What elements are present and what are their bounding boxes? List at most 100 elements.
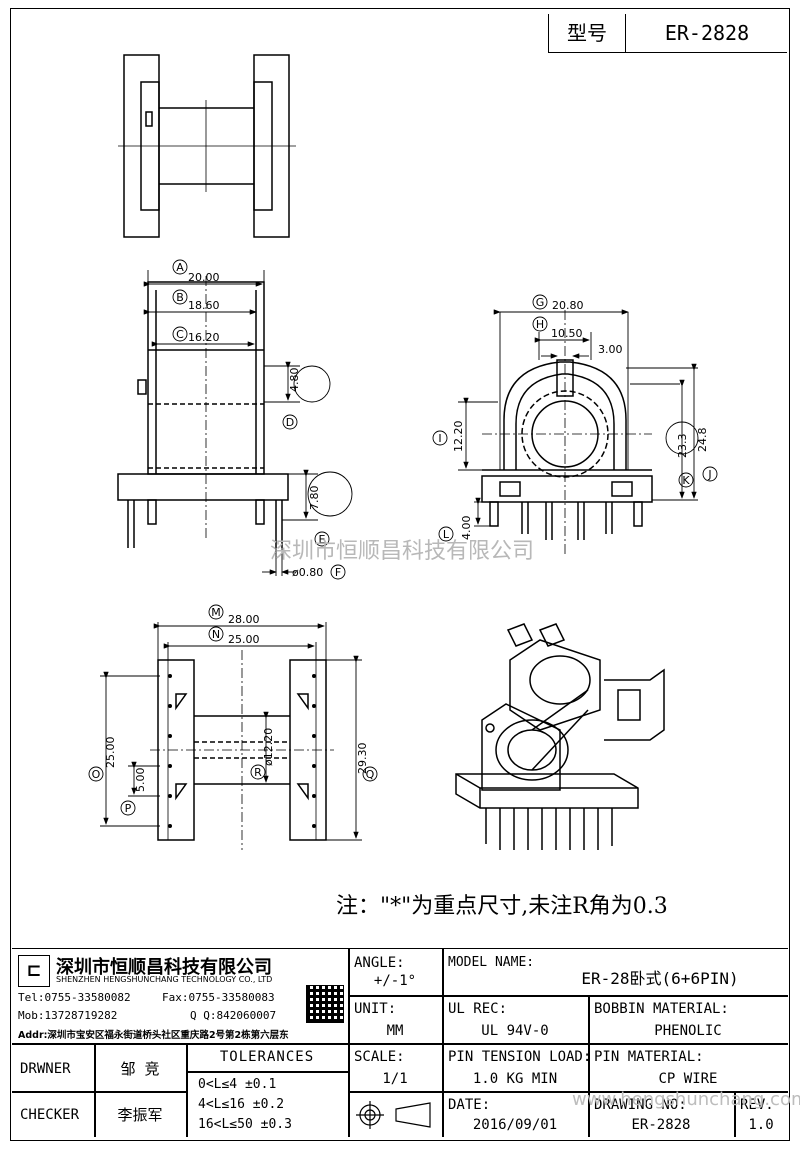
angle-value: +/-1°	[373, 973, 417, 989]
model-name-label: MODEL NAME:	[448, 955, 535, 970]
callout-Q: Q	[362, 766, 378, 782]
unit-label: UNIT:	[354, 1001, 397, 1017]
side-view	[117, 276, 289, 548]
url-watermark: www.hengshunchang.com	[572, 1089, 800, 1110]
tolerance-row-2: 4<L≤16 ±0.2	[198, 1097, 285, 1112]
svg-text:I: I	[438, 432, 441, 445]
dim-D: 4.80	[288, 368, 301, 393]
dim-M: 28.00	[228, 613, 260, 626]
bobbin-material-label: BOBBIN MATERIAL:	[594, 1001, 729, 1017]
dim-R: ø12.20	[262, 728, 275, 766]
drawner-value: 邹 竞	[120, 1060, 160, 1078]
dim-J: 24.8	[696, 428, 709, 453]
pin-tension-value: 1.0 KG MIN	[472, 1071, 558, 1087]
company-address: Addr:深圳市宝安区福永街道桥头社区重庆路2号第2栋第六层东	[18, 1030, 289, 1041]
callout-F: F	[330, 564, 346, 580]
technical-drawing: 20.00 18.60 16.20 4.80 7.80 ø0.80 20.80 …	[88, 54, 718, 850]
svg-text:M: M	[211, 606, 221, 619]
dim-A: 20.00	[188, 271, 220, 284]
svg-text:E: E	[319, 533, 326, 546]
callout-O: O	[88, 766, 104, 782]
dim-C: 16.20	[188, 331, 220, 344]
qr-code-icon	[306, 985, 344, 1023]
dim-K: 23.3	[676, 434, 689, 459]
callout-J: J	[702, 466, 718, 482]
date-value: 2016/09/01	[472, 1117, 558, 1133]
company-name-cn: 深圳市恒顺昌科技有限公司	[56, 957, 272, 978]
watermark-text: 深圳市恒顺昌科技有限公司	[270, 539, 534, 564]
dim-I: 12.20	[452, 421, 465, 453]
callout-A: A	[172, 259, 188, 275]
callout-P: P	[120, 800, 136, 816]
svg-text:F: F	[335, 566, 341, 579]
callout-K: K	[678, 472, 694, 488]
model-header-label: 型号	[549, 14, 626, 52]
unit-value: MM	[386, 1023, 404, 1039]
rev-label: REV.	[740, 1097, 774, 1113]
svg-text:C: C	[176, 328, 184, 341]
bottom-view	[150, 650, 334, 850]
svg-text:O: O	[92, 768, 101, 781]
dim-O: 25.00	[104, 737, 117, 769]
dim-H2: 3.00	[598, 343, 623, 356]
company-tel: Tel:0755-33580082	[18, 991, 131, 1004]
callout-B: B	[172, 289, 188, 305]
callout-I: I	[432, 430, 448, 446]
tolerance-row-1: 0<L≤4 ±0.1	[198, 1077, 277, 1092]
svg-text:A: A	[176, 261, 184, 274]
dim-H: 10.50	[551, 327, 583, 340]
company-mob: Mob:13728719282	[18, 1009, 118, 1022]
projection-symbol-icon	[356, 1101, 431, 1129]
company-fax: Fax:0755-33580083	[162, 991, 275, 1004]
company-name-en: SHENZHEN HENGSHUNCHANG TECHNOLOGY CO., L…	[56, 975, 273, 984]
drawing-no-label: DRAWING NO:	[594, 1097, 687, 1113]
callout-R: R	[250, 764, 266, 780]
tolerances-label: TOLERANCES	[219, 1049, 315, 1065]
rev-value: 1.0	[748, 1117, 774, 1133]
checker-value: 李振军	[117, 1106, 163, 1124]
title-block: ⊏ 深圳市恒顺昌科技有限公司 SHENZHEN HENGSHUNCHANG TE…	[12, 948, 800, 1137]
callout-E: E	[314, 531, 330, 547]
svg-text:N: N	[212, 628, 220, 641]
dim-N: 25.00	[228, 633, 260, 646]
model-name-value: ER-28卧式(6+6PIN)	[581, 969, 739, 988]
company-logo: ⊏	[18, 955, 50, 987]
bobbin-material-value: PHENOLIC	[654, 1023, 722, 1039]
company-qq: Q Q:842060007	[190, 1009, 277, 1022]
svg-text:P: P	[125, 802, 132, 815]
dim-G: 20.80	[552, 299, 584, 312]
svg-text:J: J	[707, 468, 711, 481]
svg-text:G: G	[536, 296, 545, 309]
dim-L: 4.00	[460, 516, 473, 541]
top-view	[118, 54, 296, 238]
svg-text:L: L	[443, 528, 450, 541]
callout-M: M	[208, 604, 224, 620]
model-header-value: ER-2828	[664, 21, 750, 45]
drawing-note: 注："*"为重点尺寸,未注R角为0.3	[336, 894, 668, 919]
front-view	[481, 310, 653, 555]
isometric-view	[455, 623, 665, 850]
ul-rec-label: UL REC:	[448, 1001, 508, 1017]
tolerance-row-3: 16<L≤50 ±0.3	[198, 1117, 292, 1132]
svg-text:K: K	[682, 474, 690, 487]
model-header-box: 型号 ER-2828	[548, 14, 787, 53]
svg-text:D: D	[286, 416, 294, 429]
pin-material-label: PIN MATERIAL:	[594, 1049, 704, 1065]
checker-label: CHECKER	[20, 1107, 80, 1123]
svg-text:Q: Q	[366, 768, 375, 781]
dim-B: 18.60	[188, 299, 220, 312]
svg-text:R: R	[254, 766, 262, 779]
pin-tension-label: PIN TENSION LOAD:	[448, 1049, 592, 1065]
dim-F: ø0.80	[292, 566, 323, 579]
drawing-no-value: ER-2828	[631, 1117, 691, 1133]
callout-G: G	[532, 294, 548, 310]
angle-label: ANGLE:	[354, 955, 405, 971]
ul-rec-value: UL 94V-0	[481, 1023, 549, 1039]
dim-Q: 29.30	[356, 743, 369, 775]
pin-material-value: CP WIRE	[658, 1071, 718, 1087]
scale-label: SCALE:	[354, 1049, 405, 1065]
dim-P: 5.00	[134, 768, 147, 793]
drawner-label: DRWNER	[20, 1061, 71, 1077]
logo-glyph-icon: ⊏	[26, 960, 42, 981]
callout-D: D	[282, 414, 298, 430]
